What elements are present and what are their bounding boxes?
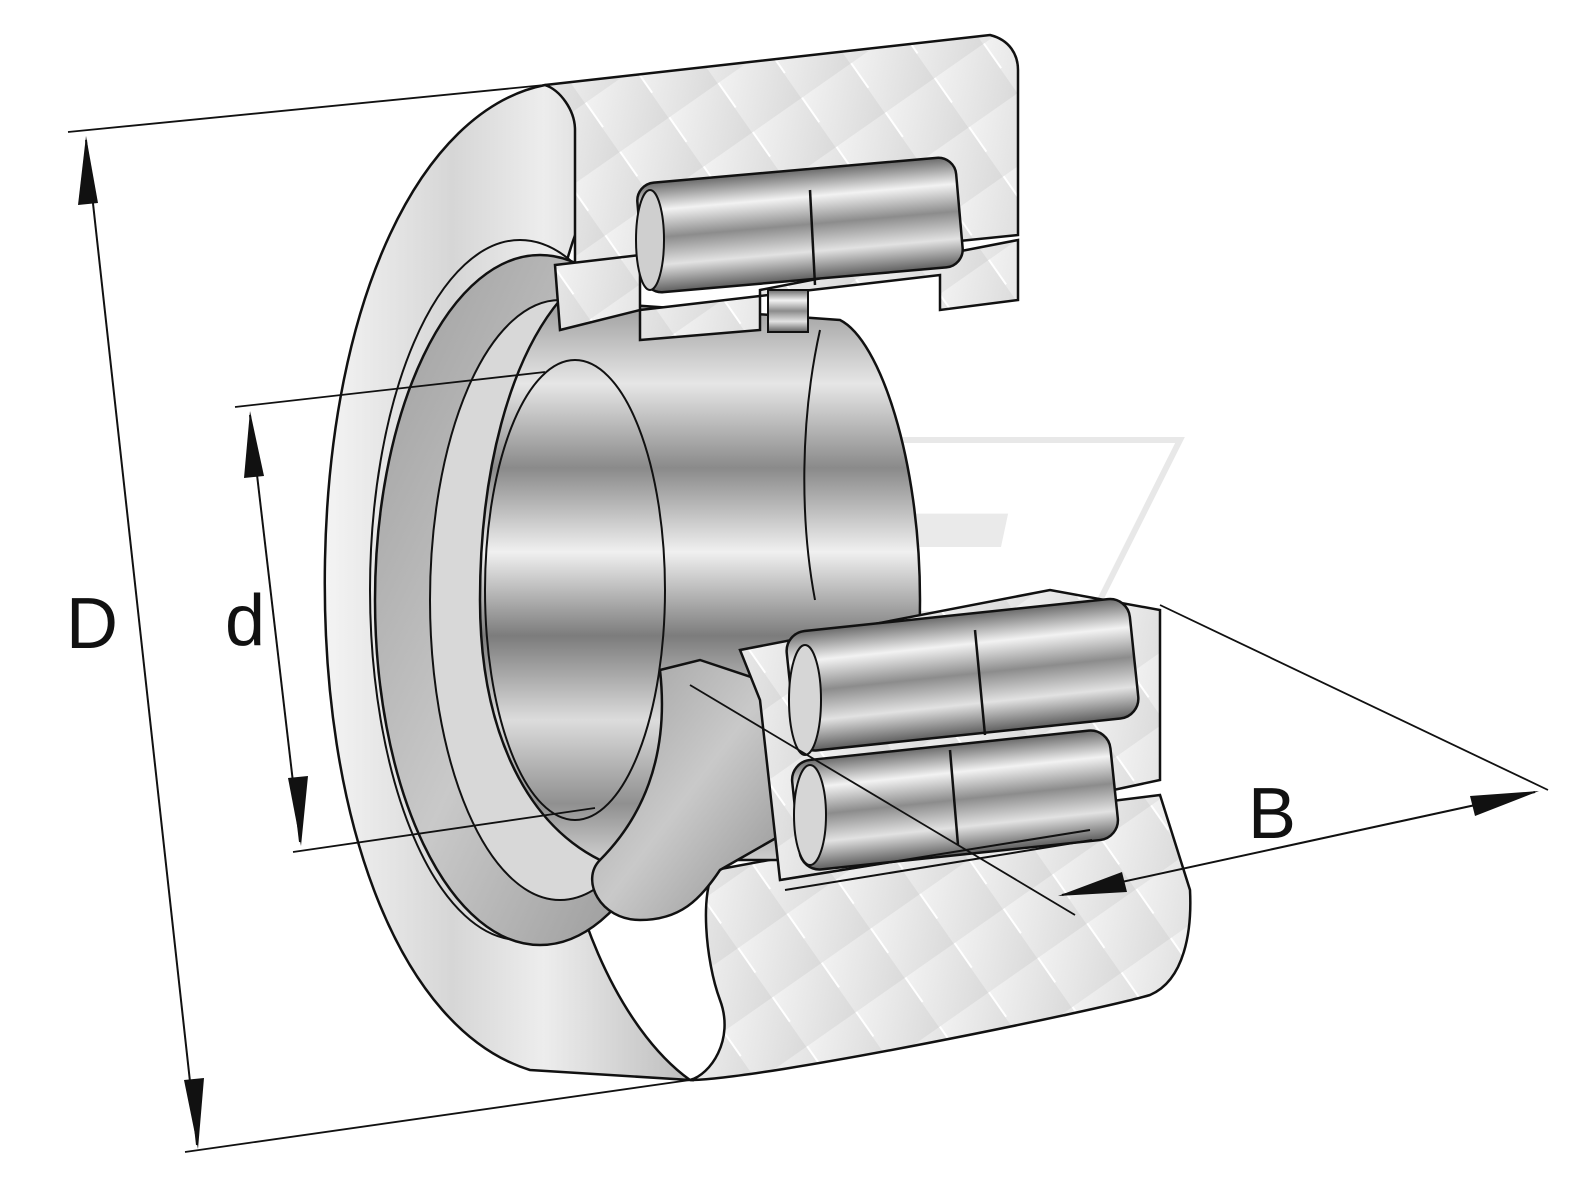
dim-B-extension-back [1159, 604, 1549, 791]
lower-roller-row [590, 588, 1162, 922]
dim-D-arrow-bottom [184, 1078, 204, 1149]
inner-ring-cut [590, 658, 792, 922]
lower-roller-1-end [788, 644, 822, 756]
upper-roller-divider [808, 189, 817, 286]
lower-roller-2-end [793, 764, 827, 866]
dim-B-extension-front [689, 684, 1076, 916]
dim-D-label: D [66, 584, 118, 664]
dimension-D: D [66, 84, 691, 1153]
dim-d-arrow-top [244, 411, 264, 478]
dim-d-line [249, 414, 301, 843]
dim-D-extension-bottom [184, 1079, 691, 1153]
dim-d-label: d [225, 581, 265, 661]
dim-B-arrow-left [1058, 872, 1127, 896]
lower-roller-1-divider [973, 629, 987, 736]
dimension-B: B [689, 604, 1549, 916]
dim-D-arrow-top [78, 136, 98, 205]
dim-B-arrow-right [1470, 791, 1539, 816]
upper-roller-pin [767, 289, 809, 333]
upper-roller-end [635, 189, 665, 291]
lower-roller-2-divider [948, 749, 960, 846]
bore-front-edge [484, 359, 666, 821]
dim-B-label: B [1248, 774, 1296, 854]
retaining-clip [779, 829, 1093, 891]
bore-groove [803, 329, 821, 601]
dim-d-extension-top [234, 371, 546, 408]
dimension-d: d [225, 371, 596, 853]
dim-D-extension-top [67, 84, 546, 133]
dim-D-line [85, 139, 198, 1146]
dim-d-arrow-bottom [288, 776, 308, 846]
dim-B-line [1061, 791, 1536, 896]
upper-roller-row [553, 156, 1020, 342]
dim-d-extension-bottom [292, 807, 596, 853]
